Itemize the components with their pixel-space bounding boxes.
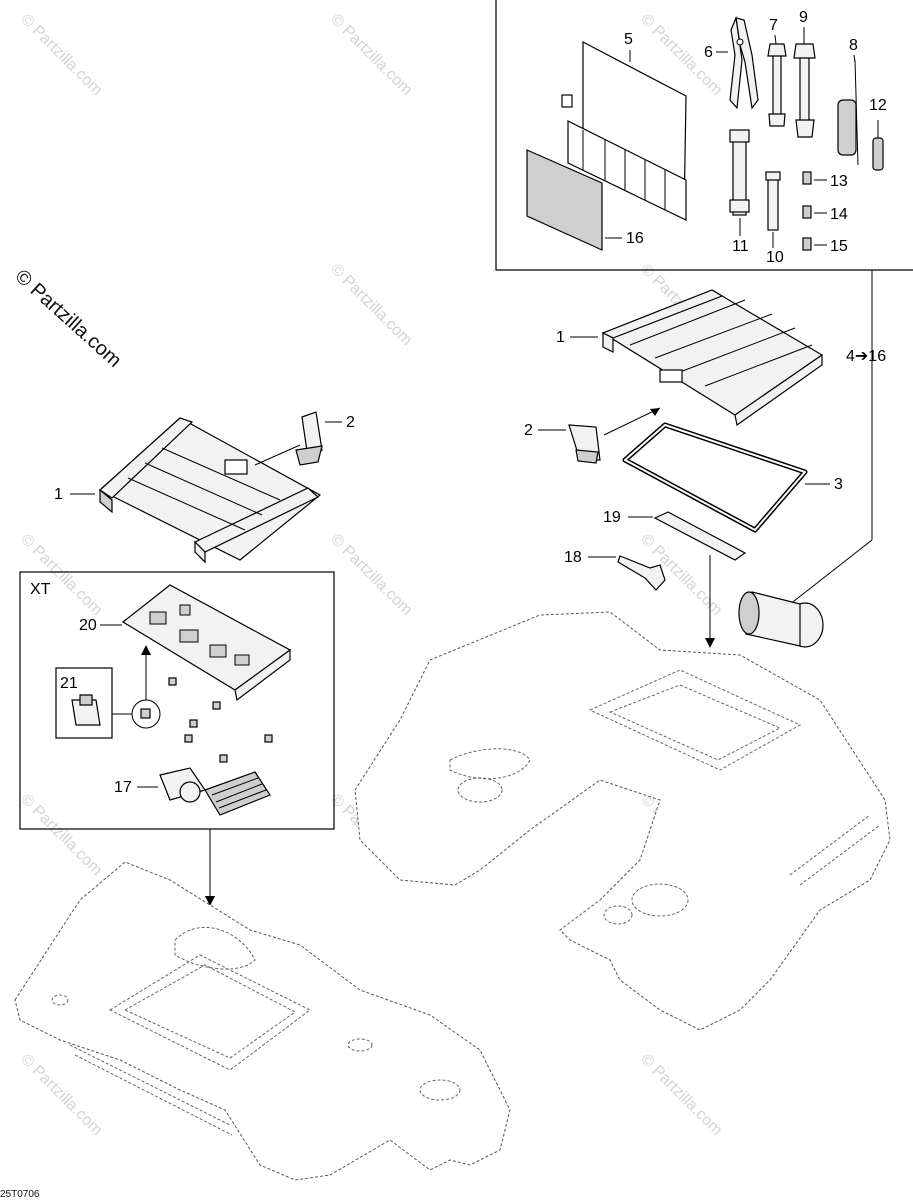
callout-2: 2 (346, 414, 355, 431)
callout-8: 8 (849, 37, 858, 54)
fuse (802, 171, 812, 185)
watermark-tile: © Partzilla.com (637, 1051, 725, 1139)
callout-3: 3 (834, 476, 843, 493)
watermark-tile: © Partzilla.com (17, 11, 105, 99)
owners-manual (526, 149, 603, 251)
callout-18: 18 (564, 549, 582, 566)
screwdriver-icon (872, 120, 884, 171)
clip-detail-box (55, 667, 113, 739)
callout-16: 16 (626, 230, 644, 247)
watermark-tile: © Partzilla.com (327, 11, 415, 99)
bracket-icon (568, 424, 601, 464)
fuse (802, 237, 812, 251)
rear-fender-right (354, 611, 891, 1031)
clip (264, 734, 273, 743)
watermark-tile: © Partzilla.com (17, 531, 105, 619)
toolkit-box: 5 16 6 7 9 8 (495, 0, 913, 271)
callout-10: 10 (766, 249, 784, 266)
clip (168, 677, 177, 686)
brand-watermark: © Partzilla.com (11, 265, 126, 372)
watermark-tile: © Partzilla.com (17, 1051, 105, 1139)
callout-5: 5 (624, 31, 633, 48)
fuse (802, 205, 812, 219)
callout-1: 1 (54, 486, 63, 503)
rear-fender-left (14, 861, 511, 1181)
callout-9: 9 (799, 9, 808, 26)
wrench-icon (767, 43, 787, 127)
wrench-icon (793, 43, 816, 138)
spark-plug-wrench-icon (729, 129, 750, 216)
callout-20: 20 (79, 617, 97, 634)
left-rack-group (98, 417, 322, 564)
callout-19: 19 (603, 509, 621, 526)
clip (184, 734, 193, 743)
callout-15: 15 (830, 238, 848, 255)
callout-13: 13 (830, 173, 848, 190)
tool-roll (738, 591, 824, 648)
plate (653, 511, 747, 561)
callout-7: 7 (769, 17, 778, 34)
callout-11: 11 (732, 238, 749, 255)
callout-1: 1 (556, 329, 565, 346)
clip (212, 701, 221, 710)
watermark-tile: © Partzilla.com (327, 261, 415, 349)
right-rack-group (601, 289, 824, 427)
screwdriver-icon (837, 59, 859, 166)
pliers-icon (729, 15, 759, 110)
callout-6: 6 (704, 44, 713, 61)
watermark-tile: © Partzilla.com (17, 791, 105, 879)
range-label: 4➔16 (846, 348, 886, 365)
bracket-icon (295, 411, 323, 466)
callout-2: 2 (524, 422, 533, 439)
xt-title: XT (30, 581, 51, 598)
diagram-code: 25T0706 (0, 1189, 40, 1200)
watermark-tile: © Partzilla.com (327, 531, 415, 619)
wrench-icon (617, 555, 666, 591)
callout-14: 14 (830, 206, 848, 223)
tool-bag (561, 41, 687, 221)
clip (189, 719, 198, 728)
clip (219, 754, 228, 763)
xt-box: XT 20 21 (19, 571, 335, 830)
latch-assembly (159, 767, 271, 816)
callout-21: 21 (60, 675, 78, 692)
spark-plug-wrench-icon (765, 171, 781, 231)
callout-12: 12 (869, 97, 887, 114)
callout-17: 17 (114, 779, 132, 796)
